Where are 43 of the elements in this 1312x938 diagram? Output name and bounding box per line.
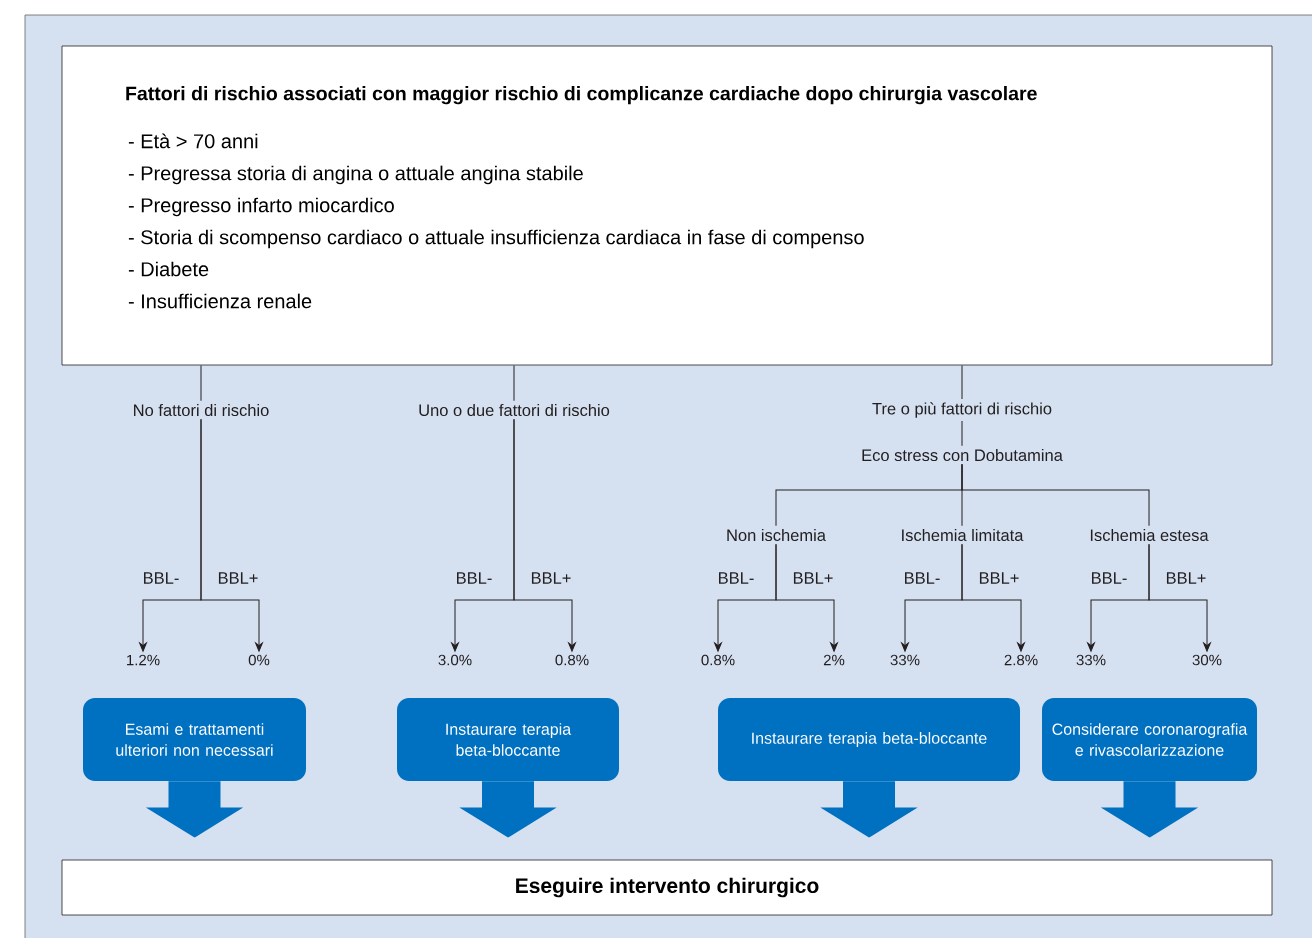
arrow [775,543,838,652]
branch-label: Uno o due fattori di rischio [419,403,610,417]
branch-label: No fattori di rischio [134,403,269,417]
edge-label: BBL- [141,571,181,585]
connector-line [961,420,963,447]
edge-label: BBL- [1089,571,1129,585]
edge-label: BBL+ [529,571,573,585]
arrow [513,418,576,652]
edge-label: BBL- [716,571,756,585]
percentage-label: 2% [823,654,845,666]
edge-label: BBL- [902,571,942,585]
edge-label: BBL+ [1164,571,1208,585]
action-box: Instaurare terapia beta-bloccante [718,698,1020,781]
edge-label: BBL- [454,571,494,585]
branch-label: Ischemia estesa [1090,528,1209,542]
action-box: Considerare coronarografia e rivascolarizzazione [1042,698,1257,781]
branch-label: Ischemia limitata [902,528,1024,542]
arrow [961,543,1025,652]
percentage-label: 0.8% [555,654,589,666]
action-box: Esami e trattamenti ulteriori non necessari [83,698,306,781]
arrow [200,418,263,652]
arrow [1148,543,1211,652]
connector-line [200,364,202,402]
percentage-label: 33% [1076,654,1106,666]
risk-factor-box: Fattori di rischio associati con maggior rischio di complicanze cardiache dopo chirurgia vascolare - Età > 70 anni - Pregressa storia di angina o attuale angina stabile - Pregresso infarto miocardico - Storia di scompenso cardiaco o attuale insufficienza cardiaca in fase di compenso - Diabete - Insufficienza renale [61,45,1273,366]
edge-label: BBL+ [977,571,1021,585]
edge-label: BBL+ [791,571,835,585]
percentage-label: 30% [1192,654,1222,666]
percentage-label: 3.0% [438,654,472,666]
percentage-label: 0% [248,654,270,666]
percentage-label: 2.8% [1004,654,1038,666]
branch-label: Tre o più fattori di rischio [872,402,1052,418]
edge-label: BBL+ [216,571,260,585]
action-box: Instaurare terapia beta-bloccante [397,698,619,781]
branch-label: Non ischemia [727,528,826,542]
percentage-label: 33% [890,654,920,666]
branch-label: Eco stress con Dobutamina [862,448,1063,462]
connector-line [961,463,1150,527]
outcome-box: Eseguire intervento chirurgico [61,859,1273,916]
percentage-label: 0.8% [701,654,735,666]
connector-line [513,364,515,402]
percentage-label: 1.2% [127,654,160,666]
connector-line [961,364,963,400]
